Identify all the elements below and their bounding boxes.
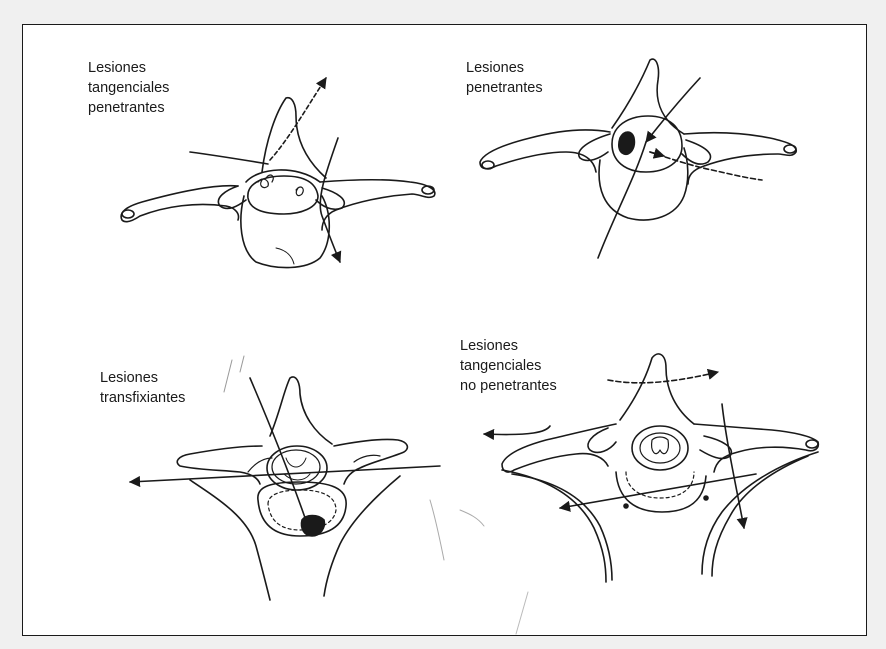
label-line: penetrantes — [466, 78, 543, 98]
label-line: no penetrantes — [460, 376, 557, 396]
label-transfixing: Lesiones transfixiantes — [100, 368, 185, 408]
label-line: Lesiones — [460, 336, 557, 356]
label-line: tangenciales — [88, 78, 169, 98]
label-tangential-penetrating: Lesiones tangenciales penetrantes — [88, 58, 169, 118]
label-line: Lesiones — [88, 58, 169, 78]
label-tangential-non-penetrating: Lesiones tangenciales no penetrantes — [460, 336, 557, 396]
label-line: Lesiones — [100, 368, 185, 388]
label-line: transfixiantes — [100, 388, 185, 408]
label-line: penetrantes — [88, 98, 169, 118]
label-line: tangenciales — [460, 356, 557, 376]
label-line: Lesiones — [466, 58, 543, 78]
label-penetrating: Lesiones penetrantes — [466, 58, 543, 98]
